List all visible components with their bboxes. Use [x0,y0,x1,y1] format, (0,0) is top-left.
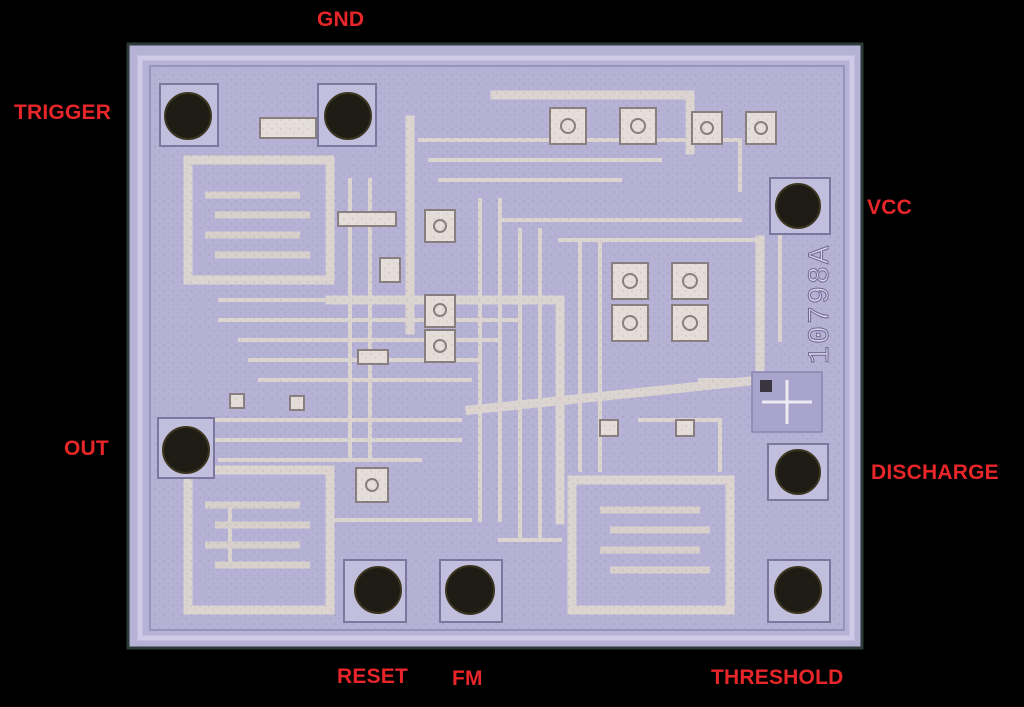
reset-pin-label: RESET [337,665,409,688]
vcc-bond-ball [775,183,821,229]
gnd-pin-label: GND [317,8,365,31]
out-pin-label: OUT [64,437,109,460]
fm-bond-ball [445,565,495,615]
discharge-pin-label: DISCHARGE [871,461,999,484]
out-bond-ball [162,426,210,474]
gnd-bond-ball [324,92,372,140]
alignment-mark [751,371,823,433]
trigger-pin-label: TRIGGER [14,101,112,124]
discharge-bond-ball [775,449,821,495]
vcc-pin-label: VCC [867,196,912,219]
die-seal-ring [137,55,855,641]
threshold-bond-ball [774,566,822,614]
fm-pin-label: FM [452,667,483,690]
bond-wire-balls [162,92,822,615]
trigger-bond-ball [164,92,212,140]
reset-bond-ball [354,566,402,614]
threshold-pin-label: THRESHOLD [711,666,844,689]
die-marking-text: 10798A [804,244,838,364]
surface-speckle [150,66,844,630]
